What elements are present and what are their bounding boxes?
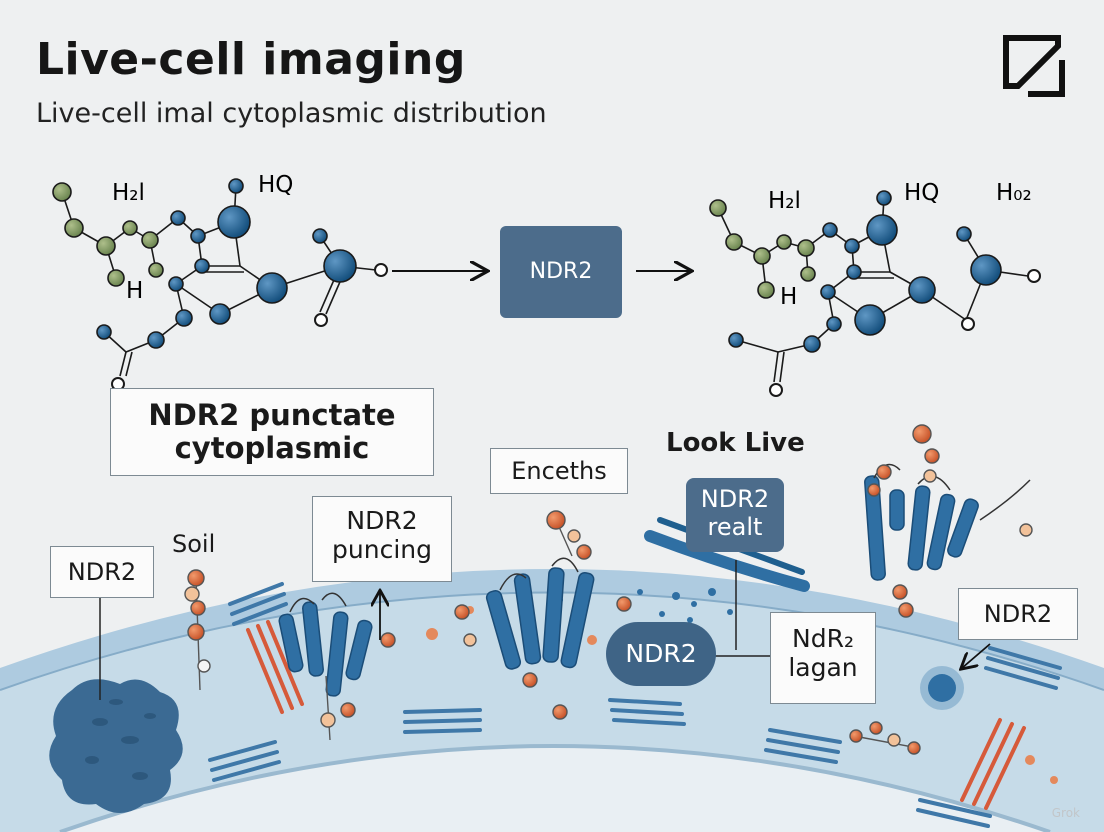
arrow-ndr2-right bbox=[962, 643, 991, 668]
bead-chains bbox=[184, 424, 1033, 755]
molecule-right bbox=[709, 190, 1041, 397]
left-label-hq: HQ bbox=[258, 172, 293, 198]
right-label-ho2: H₀₂ bbox=[996, 180, 1032, 206]
label-ndr2-pill: NDR2 bbox=[606, 622, 716, 686]
label-ndr2-realt: NDR2 realt bbox=[686, 478, 784, 552]
right-label-hq: HQ bbox=[904, 180, 939, 206]
right-label-h2l: H₂l bbox=[768, 188, 801, 214]
label-look-live: Look Live bbox=[666, 428, 805, 458]
label-soil: Soil bbox=[172, 530, 216, 558]
page-subtitle: Live-cell imal cytoplasmic distribution bbox=[36, 98, 547, 129]
watermark: Grok bbox=[1051, 806, 1080, 820]
er-stacks bbox=[208, 582, 1062, 828]
center-node-ndr2: NDR2 bbox=[500, 226, 622, 318]
punctum bbox=[928, 674, 956, 702]
label-enceths: Enceths bbox=[490, 448, 628, 494]
arrow-up-right-icon bbox=[998, 30, 1070, 106]
page-title: Live-cell imaging bbox=[36, 34, 466, 85]
label-ndr2-right: NDR2 bbox=[958, 588, 1078, 640]
left-label-h2l: H₂l bbox=[112, 180, 145, 206]
label-ndr2-puncing: NDR2 puncing bbox=[312, 496, 452, 582]
protein-puncing bbox=[278, 592, 373, 697]
label-ndr2-lagan: NdR₂ lagan bbox=[770, 612, 876, 704]
label-ndr2-left: NDR2 bbox=[50, 546, 154, 598]
vesicle-cluster bbox=[49, 679, 183, 813]
protein-top-right bbox=[864, 463, 1031, 581]
actin-bundles bbox=[246, 620, 1026, 810]
molecule-left bbox=[52, 178, 388, 391]
protein-enceths bbox=[485, 557, 595, 670]
right-label-h: H bbox=[780, 284, 797, 310]
left-label-h: H bbox=[126, 278, 143, 304]
label-punctate-cytoplasmic: NDR2 punctate cytoplasmic bbox=[110, 388, 434, 476]
